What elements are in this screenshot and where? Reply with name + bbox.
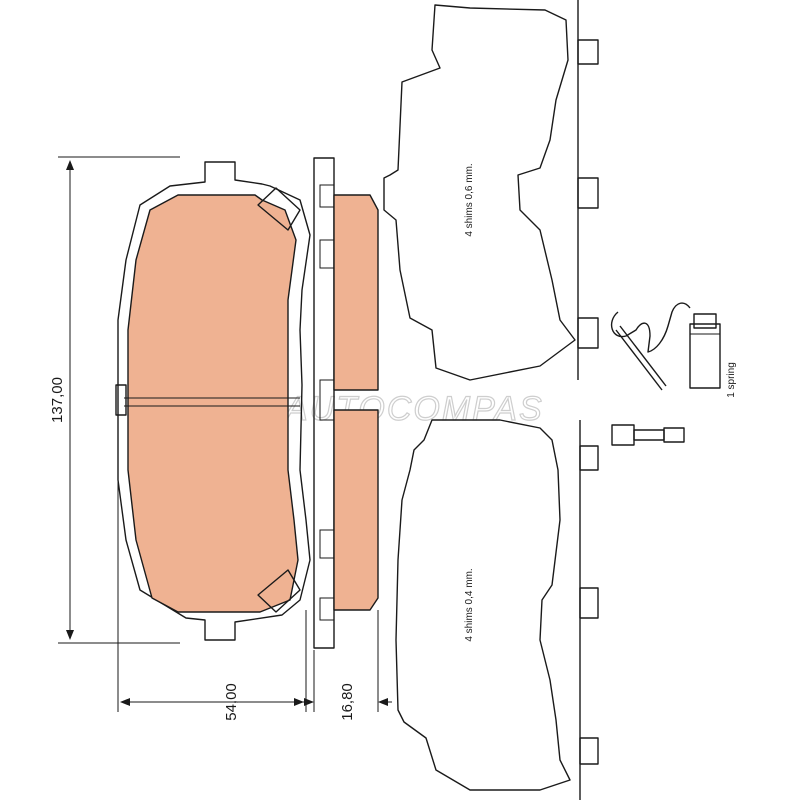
- retainer-icon: [689, 313, 721, 389]
- side-notches: [319, 184, 335, 621]
- pin-icon: [611, 424, 685, 446]
- shims-top-note: 4 shims 0,6 mm.: [464, 163, 475, 236]
- pad-side-view: [313, 157, 379, 649]
- height-value: 137,00: [49, 377, 66, 423]
- shim-bottom-tab: [579, 737, 599, 765]
- pad-front-view: [115, 161, 311, 641]
- top-clip: [257, 187, 301, 231]
- bottom-clip: [257, 569, 301, 613]
- watermark-text: AUTOCOMPAS: [283, 390, 544, 428]
- height-dimension: [58, 156, 180, 644]
- shims-bottom-note: 4 shims 0,4 mm.: [464, 568, 475, 641]
- backing-plate: [117, 161, 311, 641]
- spring-icon: [610, 302, 691, 391]
- side-friction-material: [333, 194, 379, 611]
- friction-material: [127, 194, 299, 613]
- thickness-dimension: [300, 610, 392, 712]
- shim-top-tab: [577, 177, 599, 209]
- shim-bottom: [395, 419, 599, 800]
- shim-top-tab: [577, 317, 599, 349]
- shim-bottom-tab: [579, 445, 599, 471]
- thickness-value: 16,80: [339, 683, 356, 721]
- width-value: 54,00: [223, 683, 240, 721]
- wear-indicator: [115, 384, 127, 416]
- shim-top: [383, 0, 599, 381]
- spring-note: 1 spring: [726, 362, 737, 398]
- shim-bottom-tab: [579, 587, 599, 619]
- shim-top-tab: [577, 39, 599, 65]
